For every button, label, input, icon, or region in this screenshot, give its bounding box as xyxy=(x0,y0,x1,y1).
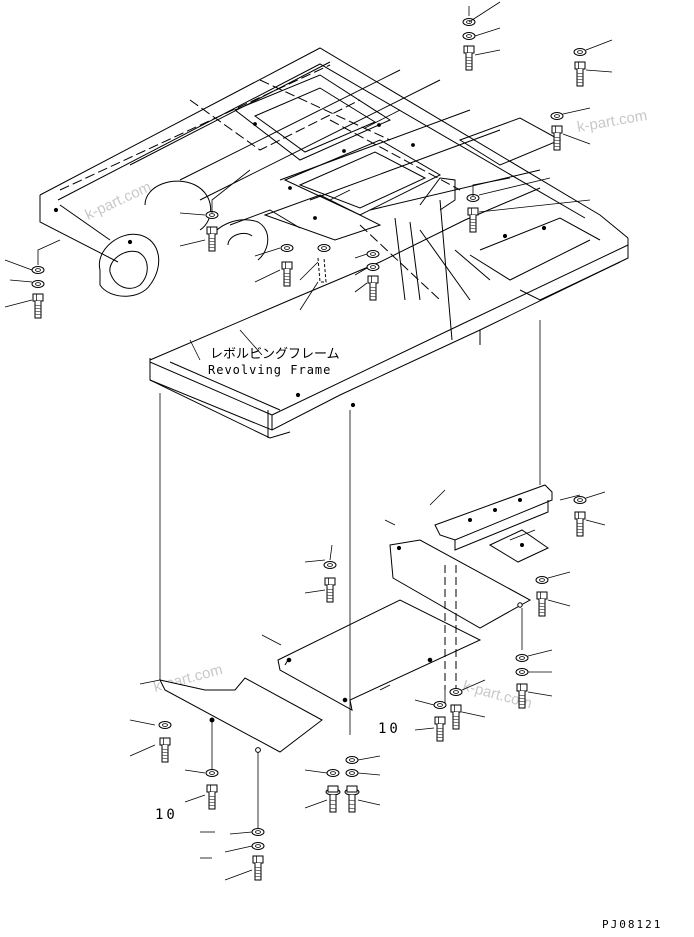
frame-label-english: Revolving Frame xyxy=(208,363,331,377)
alignment-lines xyxy=(159,320,541,828)
watermark: k-part.com xyxy=(576,107,649,136)
upper-fasteners xyxy=(31,18,587,319)
quantity-label: 10 xyxy=(155,807,178,823)
lower-leader-lines xyxy=(129,489,606,881)
upper-leader-lines xyxy=(4,1,613,361)
watermark: k-part.com xyxy=(83,178,154,223)
drawing-number: PJ08121 xyxy=(602,918,662,931)
undercovers xyxy=(159,484,553,753)
quantity-label: 10 xyxy=(378,721,401,737)
revolving-frame xyxy=(39,47,629,439)
frame-label-japanese: レボルビングフレーム xyxy=(210,347,340,362)
